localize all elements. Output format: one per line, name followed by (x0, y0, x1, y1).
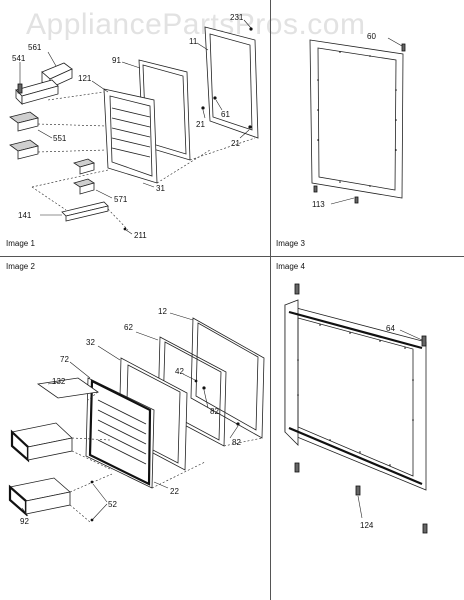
callout-62: 62 (124, 323, 133, 332)
screw-21b (248, 125, 252, 129)
panel-title-image3: Image 3 (276, 239, 305, 248)
door-bin-551b (9, 139, 39, 160)
vertical-divider (270, 0, 271, 600)
liner-72-shelves (97, 399, 147, 465)
screw-52a (90, 480, 94, 484)
frame-dots (317, 51, 397, 187)
screw-231 (249, 27, 253, 31)
frame-outer (309, 39, 404, 199)
callout-12: 12 (158, 307, 167, 316)
screw-60 (401, 43, 406, 52)
screw-52b (90, 518, 94, 522)
frame4-front (284, 304, 427, 491)
screw-21a (201, 106, 205, 110)
callout-551: 551 (53, 134, 67, 143)
door-back-panel (190, 317, 265, 439)
callout-211: 211 (134, 231, 147, 240)
callout-91: 91 (112, 56, 121, 65)
door-bin-92 (8, 477, 71, 517)
image1-door-liner-group: 231 11 91 561 541 121 61 21 21 551 31 57… (9, 13, 259, 240)
screw-top-left (294, 283, 300, 295)
callout-11: 11 (189, 37, 198, 46)
panel-title-image1: Image 1 (6, 239, 35, 248)
screw-64 (421, 335, 427, 347)
callout-113: 113 (312, 200, 325, 209)
frame4-top-rail (288, 310, 423, 350)
frame4-side (284, 299, 299, 446)
frame4-dots (297, 324, 414, 466)
callout-141: 141 (18, 211, 32, 220)
callout-72: 72 (60, 355, 69, 364)
screw-82a (202, 386, 206, 390)
screw-113-right (354, 196, 359, 204)
callout-21b: 21 (231, 139, 240, 148)
screw-124 (355, 485, 361, 496)
door-liner-inner (109, 95, 153, 177)
screw-82b (236, 422, 240, 426)
screw-42 (194, 379, 198, 383)
callout-541: 541 (12, 54, 26, 63)
image3-frame-group: 60 113 (309, 32, 406, 209)
callout-231: 231 (230, 13, 244, 22)
callout-121: 121 (78, 74, 92, 83)
liner-72-rim (88, 379, 152, 486)
screw-113-left (313, 185, 318, 193)
callout-32: 32 (86, 338, 95, 347)
callout-42: 42 (175, 367, 184, 376)
screw-bottom-right (422, 523, 428, 534)
callout-52: 52 (108, 500, 117, 509)
door-bin-551a (9, 111, 39, 132)
panel-title-image4: Image 4 (276, 262, 305, 271)
callout-132: 132 (52, 377, 66, 386)
bin-571a (73, 158, 95, 175)
callout-64: 64 (386, 324, 395, 333)
screw-61 (213, 96, 217, 100)
screw-211 (123, 227, 127, 231)
callout-561: 561 (28, 43, 42, 52)
door-panel-outer (204, 26, 259, 139)
bin-571b (73, 178, 95, 195)
callout-61: 61 (221, 110, 230, 119)
image4-frame-group: 64 124 (284, 283, 428, 534)
callout-60: 60 (367, 32, 376, 41)
door-back-panel-inner (195, 322, 259, 431)
callout-82b: 82 (232, 438, 241, 447)
horizontal-divider (0, 256, 464, 257)
watermark-text: AppliancePartsPros.com (26, 8, 366, 41)
callout-92: 92 (20, 517, 29, 526)
image2-door-group: 12 62 32 72 132 42 82 82 22 52 92 (8, 307, 265, 526)
callout-31: 31 (156, 184, 165, 193)
callout-124: 124 (360, 521, 374, 530)
door-bin-large (10, 422, 73, 463)
frame4-bottom-rail (288, 426, 423, 486)
panel-title-image2: Image 2 (6, 262, 35, 271)
liner-shelf-ridges (111, 107, 151, 158)
callout-22: 22 (170, 487, 179, 496)
dairy-bin-541 (15, 79, 59, 105)
door-panel-inner (209, 33, 253, 131)
screw-bottom-left (294, 462, 300, 473)
callout-21a: 21 (196, 120, 205, 129)
callout-82a: 82 (210, 407, 219, 416)
door-liner (103, 88, 158, 184)
callout-571: 571 (114, 195, 128, 204)
frame4-inner (297, 317, 414, 477)
